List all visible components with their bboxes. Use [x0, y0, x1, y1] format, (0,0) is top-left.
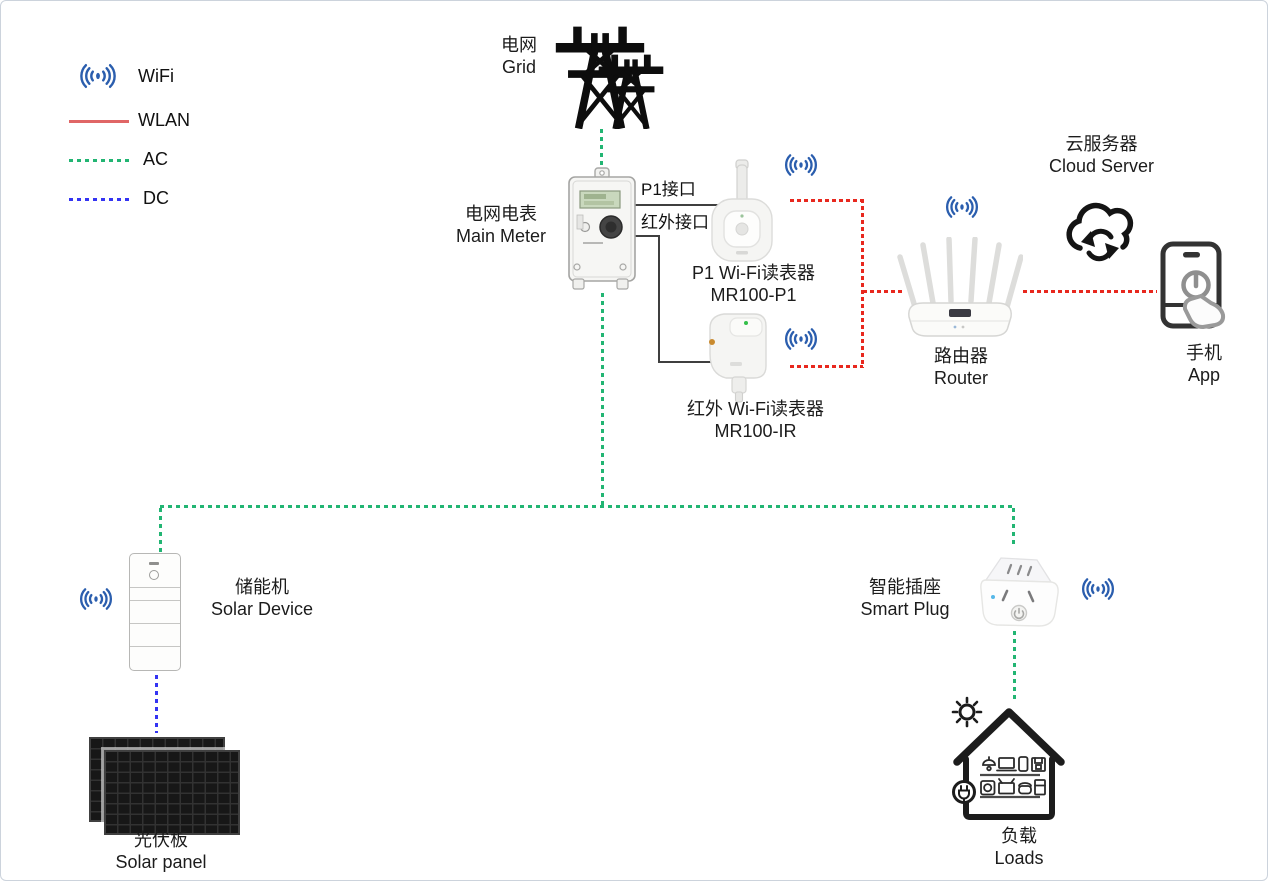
- ac-line-to-smart-plug: [1012, 508, 1015, 548]
- solar-panel-icon-front: [104, 750, 240, 835]
- solar-device-icon: [129, 553, 181, 671]
- phone-label: 手机 App: [1186, 343, 1222, 385]
- ac-line-to-solar-device: [159, 508, 162, 553]
- ir-reader-label: 红外 Wi-Fi读表器 MR100-IR: [687, 399, 824, 441]
- smart-plug-label: 智能插座 Smart Plug: [860, 577, 950, 619]
- sun-icon: [951, 696, 983, 728]
- router-label: 路由器 Router: [933, 346, 989, 388]
- p1-port-label: P1接口: [641, 180, 696, 199]
- wifi-icon: [79, 588, 113, 610]
- grid-label: 电网 Grid: [501, 35, 537, 77]
- cloud-sync-icon: [1066, 202, 1134, 262]
- wlan-line-to-router: [863, 290, 905, 293]
- wire-ir-port-horizontal: [658, 361, 718, 363]
- wifi-icon: [784, 328, 818, 350]
- solar-panel-label: 光伏板 Solar panel: [115, 830, 207, 872]
- cloud-server-label: 云服务器 Cloud Server: [1048, 134, 1155, 176]
- legend-dc-label: DC: [143, 188, 169, 208]
- legend-wifi-label: WiFi: [138, 66, 174, 86]
- wlan-line-p1-reader: [790, 199, 863, 202]
- transmission-tower-icon-small: [598, 54, 664, 129]
- p1-reader-label: P1 Wi-Fi读表器 MR100-P1: [692, 263, 815, 305]
- ac-line-plug-to-loads: [1013, 631, 1016, 699]
- loads-house-icon: [951, 696, 1065, 820]
- router-icon: [897, 237, 1023, 337]
- ir-reader-icon: [709, 313, 767, 403]
- wlan-line-ir-reader: [790, 365, 863, 368]
- ir-port-label: 红外接口: [641, 213, 709, 232]
- phone-app-icon: [1160, 241, 1226, 329]
- solar-device-label: 储能机 Solar Device: [210, 577, 314, 619]
- wifi-icon: [80, 63, 116, 89]
- wlan-line-vertical-bus: [861, 199, 864, 368]
- legend-ac-label: AC: [143, 149, 169, 169]
- legend-ac-line: [69, 159, 129, 162]
- wifi-icon: [945, 196, 979, 218]
- ac-line-meter-down: [601, 293, 604, 505]
- wire-p1-port: [633, 204, 718, 206]
- dc-line-device-to-panel: [155, 675, 158, 733]
- wire-ir-port-stub: [633, 235, 660, 237]
- wifi-icon: [784, 154, 818, 176]
- transmission-tower-icon: [555, 26, 645, 129]
- ac-bus-horizontal: [160, 505, 1015, 508]
- p1-reader-icon: [711, 159, 773, 262]
- wire-ir-port-vertical: [658, 235, 660, 363]
- wifi-icon: [1081, 578, 1115, 600]
- loads-label: 负载 Loads: [994, 826, 1044, 868]
- legend-wlan-line: [69, 120, 129, 123]
- ac-line-grid-to-meter: [600, 129, 603, 169]
- legend-wlan-label: WLAN: [138, 110, 191, 130]
- main-meter-icon: [568, 167, 636, 290]
- wlan-line-router-to-phone: [1023, 290, 1157, 293]
- main-meter-label: 电网电表 Main Meter: [455, 204, 547, 246]
- legend-dc-line: [69, 198, 129, 201]
- smart-plug-icon: [980, 557, 1059, 627]
